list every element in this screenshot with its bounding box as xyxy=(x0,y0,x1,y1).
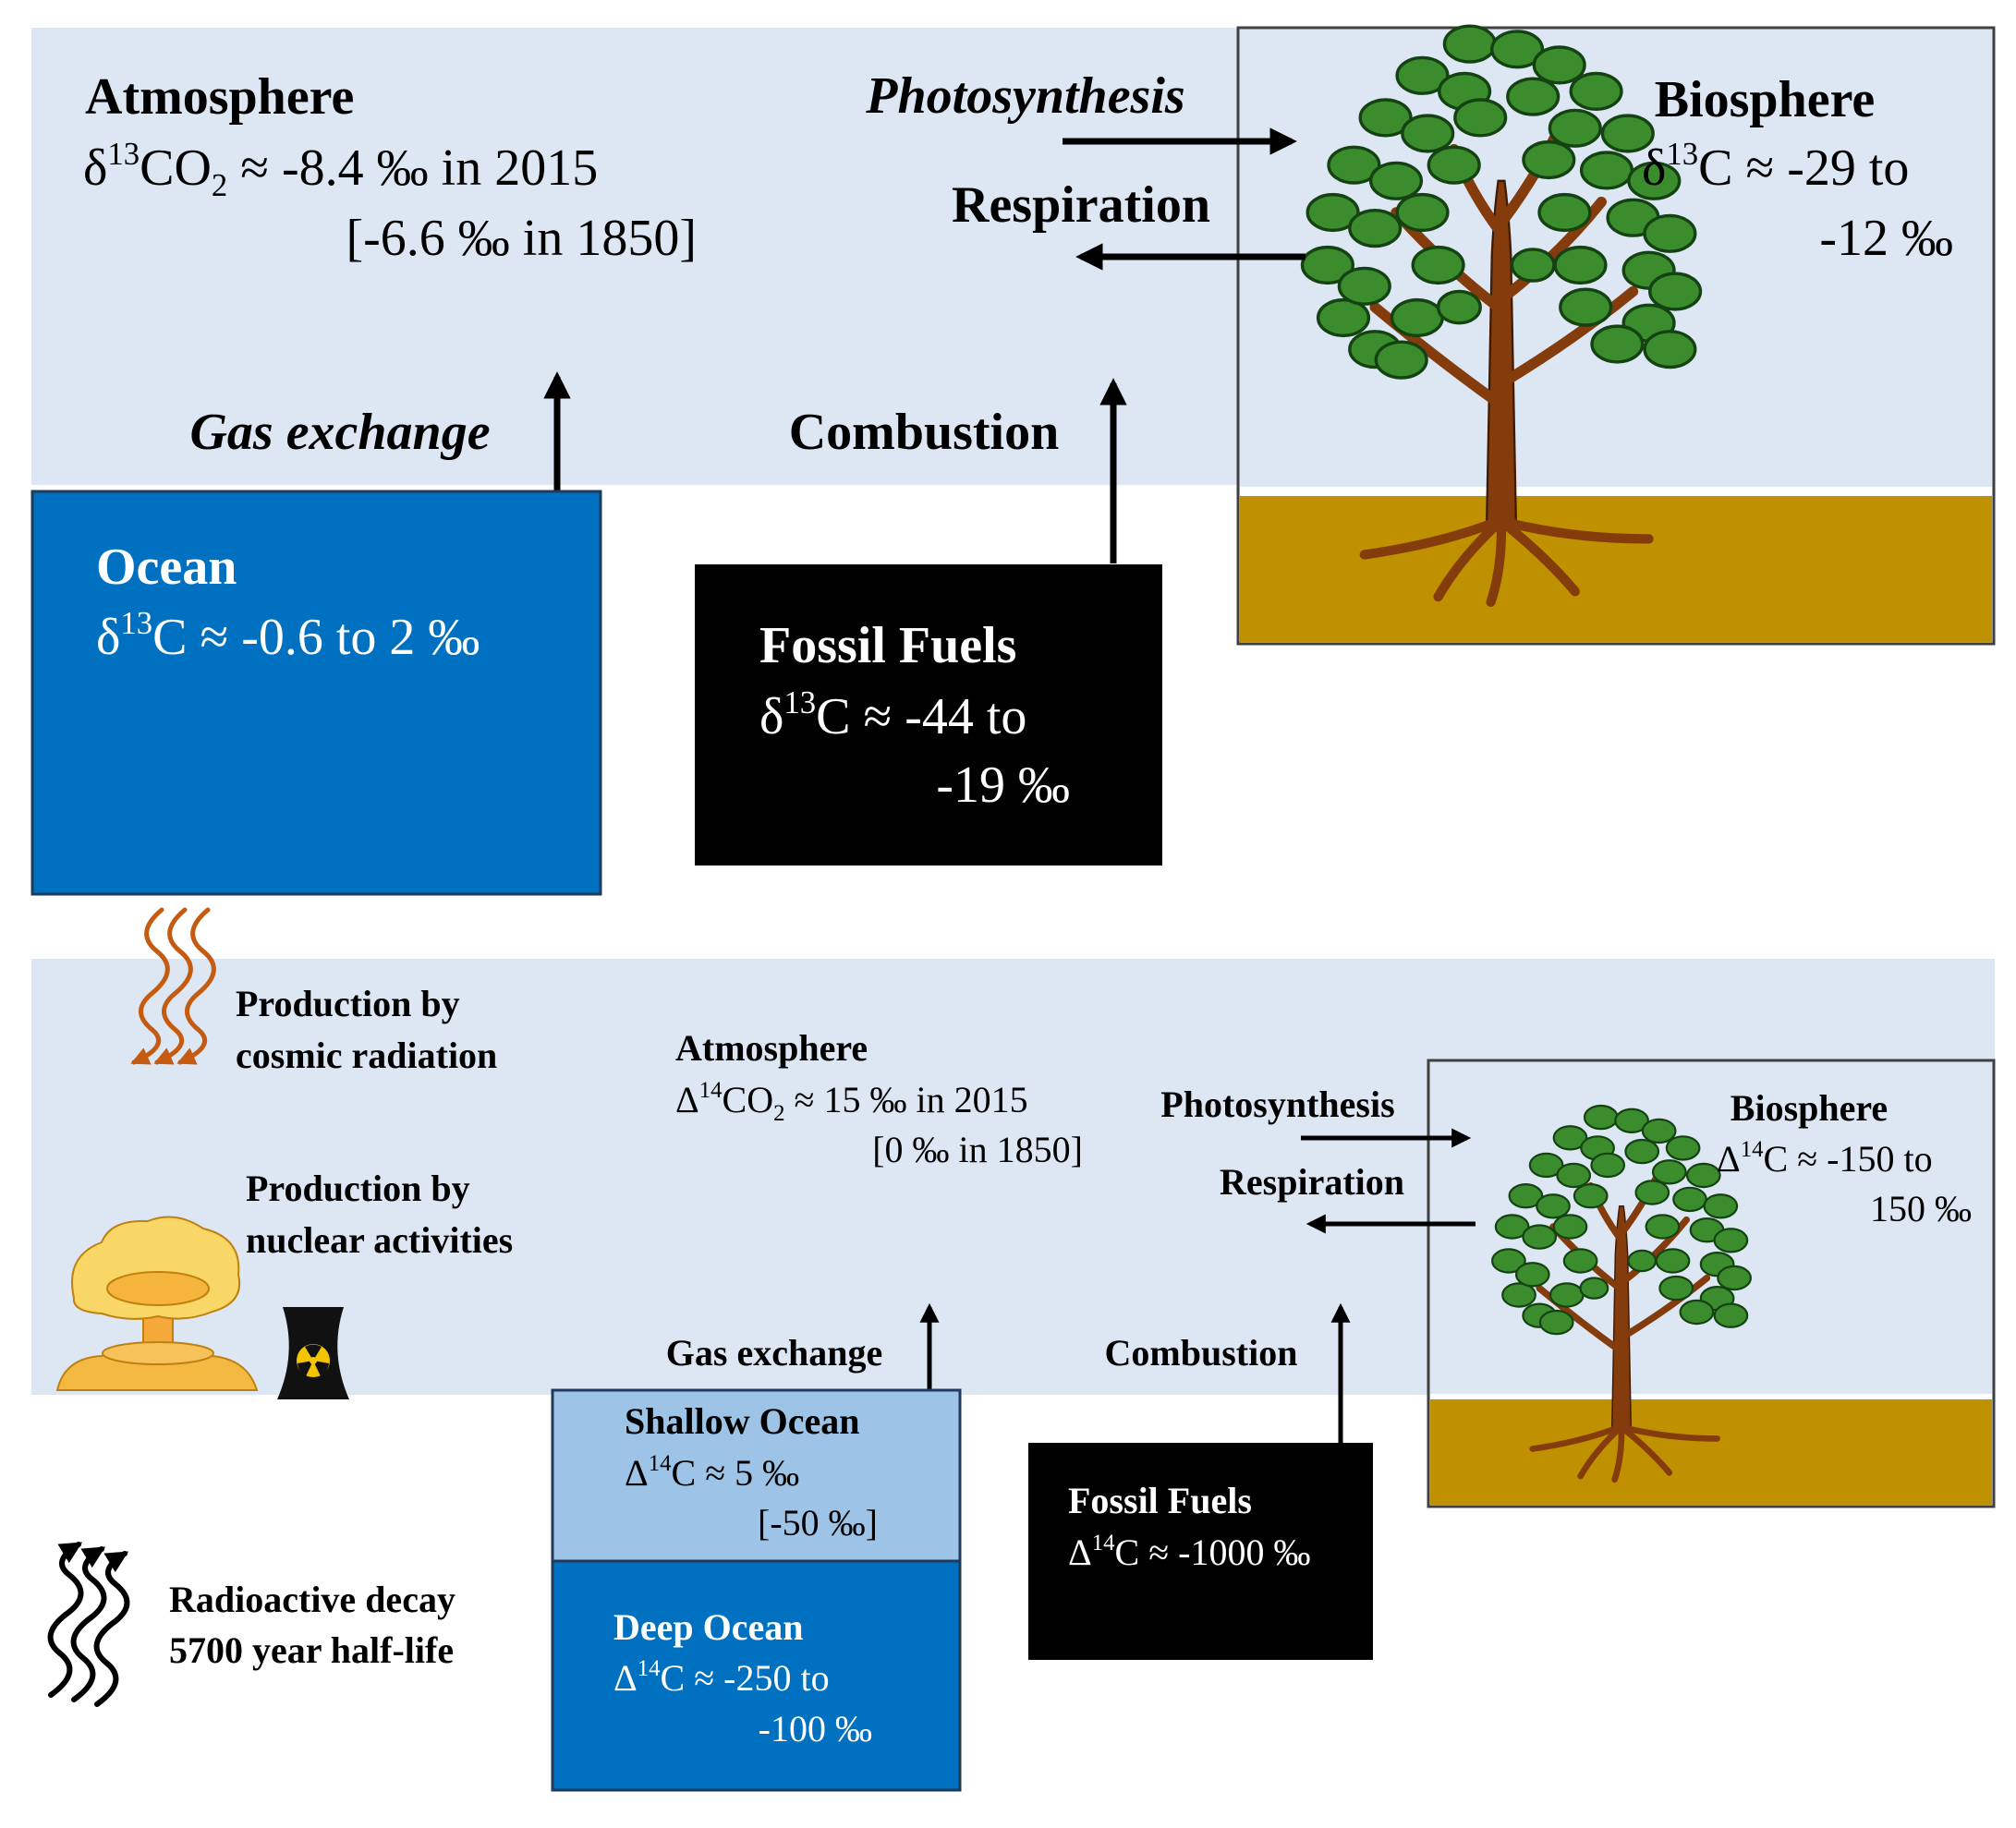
top-photosynthesis-label: Photosynthesis xyxy=(865,67,1184,125)
shallow-ocean-title: Shallow Ocean xyxy=(625,1400,859,1442)
mushroom-cloud-icon xyxy=(55,1216,259,1391)
radioactive-decay-label-line2: 5700 year half-life xyxy=(169,1629,454,1671)
top-atmosphere-1850-value: [-6.6 ‰ in 1850] xyxy=(346,210,697,267)
top-biosphere-title: Biosphere xyxy=(1655,71,1876,128)
bottom-atmosphere-title: Atmosphere xyxy=(675,1027,868,1069)
deep-ocean-value: Δ14C ≈ -250 to xyxy=(613,1656,830,1699)
top-ocean-box xyxy=(30,490,602,896)
deep-ocean-box xyxy=(551,1559,962,1792)
cosmic-radiation-label-line2: cosmic radiation xyxy=(236,1035,497,1076)
bottom-biosphere-title: Biosphere xyxy=(1731,1087,1888,1129)
shallow-ocean-value: Δ14C ≈ 5 ‰ xyxy=(625,1451,799,1494)
shallow-ocean-box xyxy=(551,1388,962,1563)
deep-ocean-title: Deep Ocean xyxy=(613,1606,804,1648)
nuclear-label-line2: nuclear activities xyxy=(246,1219,513,1261)
top-gas-exchange-label: Gas exchange xyxy=(189,404,490,461)
top-soil xyxy=(1240,496,1992,642)
bottom-biosphere-value: Δ14C ≈ -150 to xyxy=(1717,1137,1933,1180)
top-ocean-value: δ13C ≈ -0.6 to 2 ‰ xyxy=(96,605,480,666)
shallow-ocean-value-line2: [-50 ‰] xyxy=(758,1502,878,1544)
bottom-gas-exchange-label: Gas exchange xyxy=(666,1332,882,1374)
bottom-combustion-label: Combustion xyxy=(1105,1332,1298,1374)
nuclear-label-line1: Production by xyxy=(246,1168,470,1209)
deep-ocean-value-line2: -100 ‰ xyxy=(759,1708,872,1749)
top-combustion-label: Combustion xyxy=(789,404,1060,461)
top-atmosphere-title: Atmosphere xyxy=(85,68,354,126)
nuclear-plant-icon xyxy=(277,1307,349,1399)
cosmic-radiation-icon xyxy=(130,907,216,1065)
bottom-soil xyxy=(1430,1399,1992,1505)
top-respiration-label: Respiration xyxy=(952,176,1210,234)
bottom-photosynthesis-label: Photosynthesis xyxy=(1160,1083,1394,1125)
bottom-atmosphere-co2-value: Δ14CO2 ≈ 15 ‰ in 2015 xyxy=(675,1078,1028,1126)
top-fossil-fuels-value: δ13C ≈ -44 to xyxy=(759,684,1026,745)
bottom-biosphere-value-line2: 150 ‰ xyxy=(1870,1188,1972,1229)
cosmic-radiation-label-line1: Production by xyxy=(236,983,460,1024)
radioactive-decay-icon xyxy=(47,1542,130,1707)
bottom-fossil-fuels-value: Δ14C ≈ -1000 ‰ xyxy=(1068,1531,1310,1573)
top-fossil-fuels-box xyxy=(695,564,1162,866)
bottom-respiration-label: Respiration xyxy=(1220,1161,1404,1203)
top-ocean-title: Ocean xyxy=(96,539,237,596)
top-biosphere-value-line2: -12 ‰ xyxy=(1819,210,1953,267)
radioactive-decay-label-line1: Radioactive decay xyxy=(169,1579,455,1620)
top-atmosphere-co2-value: δ13CO2 ≈ -8.4 ‰ in 2015 xyxy=(83,136,598,203)
top-biosphere-value: δ13C ≈ -29 to xyxy=(1642,136,1909,197)
top-fossil-fuels-value-line2: -19 ‰ xyxy=(936,757,1070,814)
bottom-fossil-fuels-title: Fossil Fuels xyxy=(1068,1480,1252,1521)
bottom-atmosphere-1850-value: [0 ‰ in 1850] xyxy=(872,1129,1083,1170)
bottom-fossil-fuels-box xyxy=(1028,1443,1373,1660)
top-fossil-fuels-title: Fossil Fuels xyxy=(759,617,1016,674)
